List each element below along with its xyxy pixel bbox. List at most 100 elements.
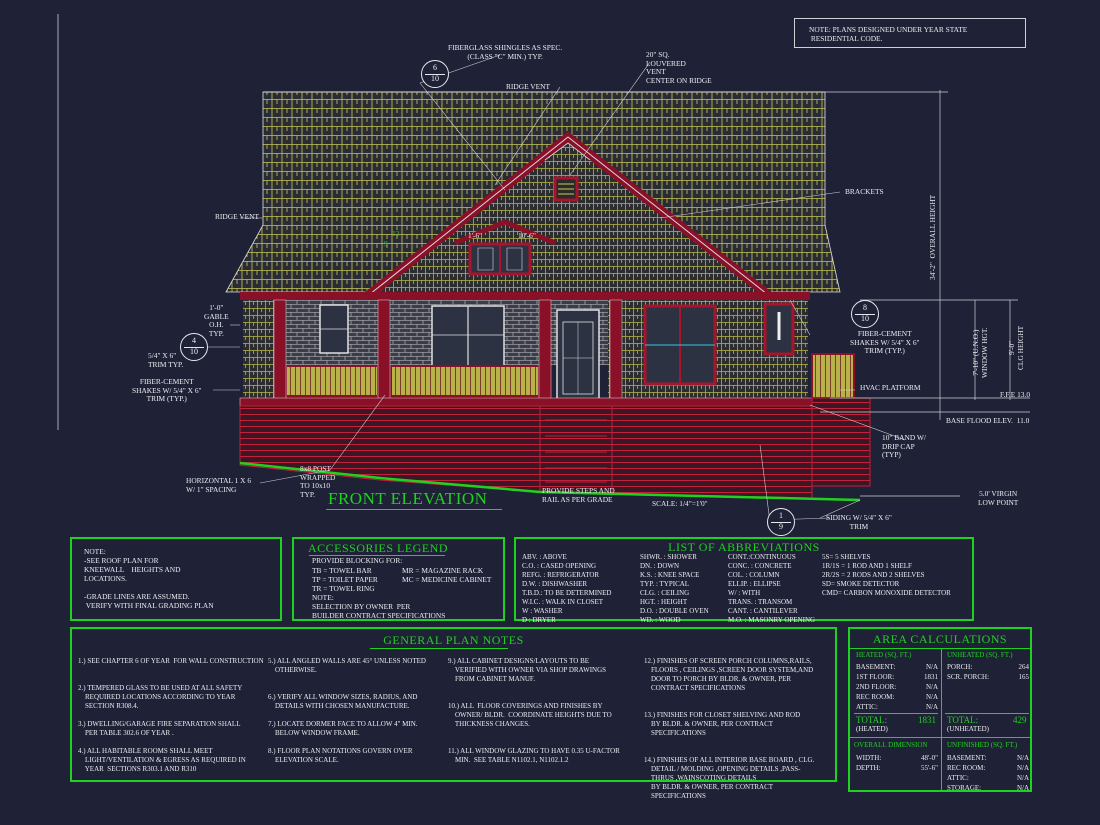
porch-post-4 — [609, 299, 623, 401]
overall-height-value: 34'-2" — [928, 262, 937, 280]
unfinished-row-value: N/A — [1016, 754, 1029, 762]
abbreviations-col3: CONT.:CONTINUOUS CONC. : CONCRETE COL. :… — [728, 553, 816, 624]
dim-1-6: 1'-6" — [468, 231, 483, 240]
callout-band-drip-cap: 10" BAND W/ DRIP CAP (TYP) — [882, 433, 926, 459]
heated-row: ATTIC:N/A — [856, 702, 938, 712]
accessories-right: MR = MAGAZINE RACK MC = MEDICINE CABINET — [402, 566, 492, 584]
top-code-note: NOTE: PLANS DESIGNED UNDER YEAR STATE RE… — [794, 18, 1026, 48]
bubble-bottom: 10 — [431, 74, 439, 83]
unheated-row-value: 264 — [1018, 663, 1030, 671]
overall-height-text: OVERALL HEIGHT — [928, 194, 937, 259]
abbreviations-col1: ABV. : ABOVE C.O. : CASED OPENING REFG. … — [522, 553, 612, 624]
area-calculations-title: AREA CALCULATIONS — [872, 632, 1008, 646]
heated-row-label: REC ROOM: — [856, 693, 895, 701]
roof-pitch-9: 9 — [384, 239, 388, 248]
total-unheated-sub: (UNHEATED) — [947, 725, 989, 733]
roof-pitch-12: 12 — [392, 229, 400, 238]
unfinished-row-value: N/A — [1016, 764, 1029, 772]
bubble-top: 6 — [433, 63, 437, 72]
heated-row-label: ATTIC: — [856, 703, 878, 711]
callout-ffe: F.F.E 13.0 — [1000, 390, 1031, 399]
porch-post-3 — [538, 299, 552, 401]
accessories-left: TB = TOWEL BAR TP = TOILET PAPER TR = TO… — [312, 566, 446, 620]
heated-row-label: BASEMENT: — [856, 663, 896, 671]
dimension-list: WIDTH:48'-0"DEPTH:55'-6" — [856, 753, 938, 773]
callout-fiber-cement-left: FIBER-CEMENT SHAKES W/ 5/4" X 6" TRIM (T… — [132, 377, 202, 403]
callout-ridge-vent-top: RIDGE VENT — [506, 82, 550, 91]
callout-gable-overhang: 1'-0" GABLE O.H. TYP. — [204, 303, 229, 338]
total-heated-label: TOTAL: — [856, 715, 888, 725]
drawing-title: FRONT ELEVATION — [328, 489, 488, 508]
unheated-row-label: PORCH: — [947, 663, 973, 671]
drawing-title-underline — [326, 509, 502, 510]
unheated-row-value: 165 — [1018, 673, 1030, 681]
bubble-top: 1 — [779, 511, 783, 520]
unfinished-row: REC ROOM:N/A — [947, 763, 1029, 773]
callout-trim-typ: 5/4" X 6" TRIM TYP. — [148, 351, 184, 369]
unfinished-row-value: N/A — [1016, 784, 1029, 792]
unfinished-row-label: STORAGE: — [947, 784, 982, 792]
porch-rail-right — [390, 365, 540, 397]
general-notes-col4: 12.) FINISHES OF SCREEN PORCH COLUMNS,RA… — [644, 657, 815, 800]
heated-row-label: 2ND FLOOR: — [856, 683, 897, 691]
note-box-text: NOTE: -SEE ROOF PLAN FOR KNEEWALL HEIGHT… — [84, 547, 214, 610]
unfinished-row: ATTIC:N/A — [947, 773, 1029, 783]
callout-ridge-vent-left: RIDGE VENT — [215, 212, 259, 221]
area-calculations-box: AREA CALCULATIONS HEATED (SQ. FT.) UNHEA… — [848, 627, 1032, 792]
unheated-row-label: SCR. PORCH: — [947, 673, 990, 681]
grade-line — [239, 461, 861, 502]
dimension-row: DEPTH:55'-6" — [856, 763, 938, 773]
total-unheated-label: TOTAL: — [947, 715, 979, 725]
dimension-row-label: WIDTH: — [856, 754, 882, 762]
callout-louvered-vent: 20" SQ. LOUVERED VENT CENTER ON RIDGE — [646, 50, 712, 85]
callout-hvac-platform: HVAC PLATFORM — [860, 383, 921, 392]
bubble-bottom: 9 — [779, 522, 783, 531]
callout-steps: PROVIDE STEPS AND RAIL AS PER GRADE — [542, 486, 615, 504]
callout-virgin-low-point: 5.0' VIRGIN LOW POINT — [978, 489, 1019, 507]
height-dimensions — [820, 90, 1030, 497]
callout-fiberglass-shingles: FIBERGLASS SHINGLES AS SPEC. (CLASS "C" … — [448, 43, 563, 61]
abbreviations-col4: 5S= 5 SHELVES 1R/1S = 1 ROD AND 1 SHELF … — [822, 553, 951, 597]
bubble-bottom: 10 — [861, 314, 869, 323]
window-height-label: 7'-10" (U.N.O.) WINDOW HGT. — [971, 327, 989, 378]
general-plan-notes-title: GENERAL PLAN NOTES — [383, 633, 524, 647]
note-box: NOTE: -SEE ROOF PLAN FOR KNEEWALL HEIGHT… — [70, 537, 282, 621]
total-heated-value: 1831 — [918, 715, 936, 725]
callout-brackets: BRACKETS — [845, 187, 884, 196]
accessories-legend-box: ACCESSORIES LEGEND PROVIDE BLOCKING FOR:… — [292, 537, 505, 621]
bubble-top: 8 — [863, 303, 867, 312]
overall-height-label: 34'-2" OVERALL HEIGHT — [928, 194, 938, 280]
bubble-top: 4 — [192, 336, 196, 345]
general-notes-col3: 9.) ALL CABINET DESIGNS/LAYOUTS TO BE VE… — [448, 657, 620, 764]
abbreviations-title: LIST OF ABBREVIATIONS — [668, 540, 820, 554]
general-notes-col2: 5.) ALL ANGLED WALLS ARE 45° UNLESS NOTE… — [268, 657, 426, 764]
accessories-intro: PROVIDE BLOCKING FOR: — [312, 556, 403, 565]
unheated-title: UNHEATED (SQ. FT.) — [947, 651, 1013, 659]
total-heated-sub: (HEATED) — [856, 725, 888, 733]
porch-rail-left — [285, 365, 379, 397]
callout-fiber-cement-right: FIBER-CEMENT SHAKES W/ 5/4" X 6" TRIM (T… — [850, 329, 920, 355]
heated-row-value: N/A — [925, 693, 938, 701]
heated-row: REC ROOM: N/A — [856, 692, 938, 702]
unfinished-row: BASEMENT:N/A — [947, 753, 1029, 763]
dim-10-6: 10'-6" — [518, 231, 536, 240]
heated-row-value: N/A — [925, 683, 938, 691]
accessories-legend-title: ACCESSORIES LEGEND — [308, 541, 449, 555]
unfinished-row-value: N/A — [1016, 774, 1029, 782]
heated-row: 1ST FLOOR:1831 — [856, 672, 938, 682]
heated-row-value: 1831 — [924, 673, 938, 681]
heated-title: HEATED (SQ. FT.) — [856, 651, 912, 659]
ceiling-height-label: 9'-0" CLG HEIGHT — [1007, 325, 1025, 370]
callout-base-flood: BASE FLOOD ELEV. 11.0 — [946, 416, 1030, 425]
heated-row: 2ND FLOOR: N/A — [856, 682, 938, 692]
dimension-row-value: 55'-6" — [921, 764, 938, 772]
porch-post-2 — [377, 299, 391, 401]
callout-siding: SIDING W/ 5/4" X 6" TRIM — [826, 513, 892, 531]
